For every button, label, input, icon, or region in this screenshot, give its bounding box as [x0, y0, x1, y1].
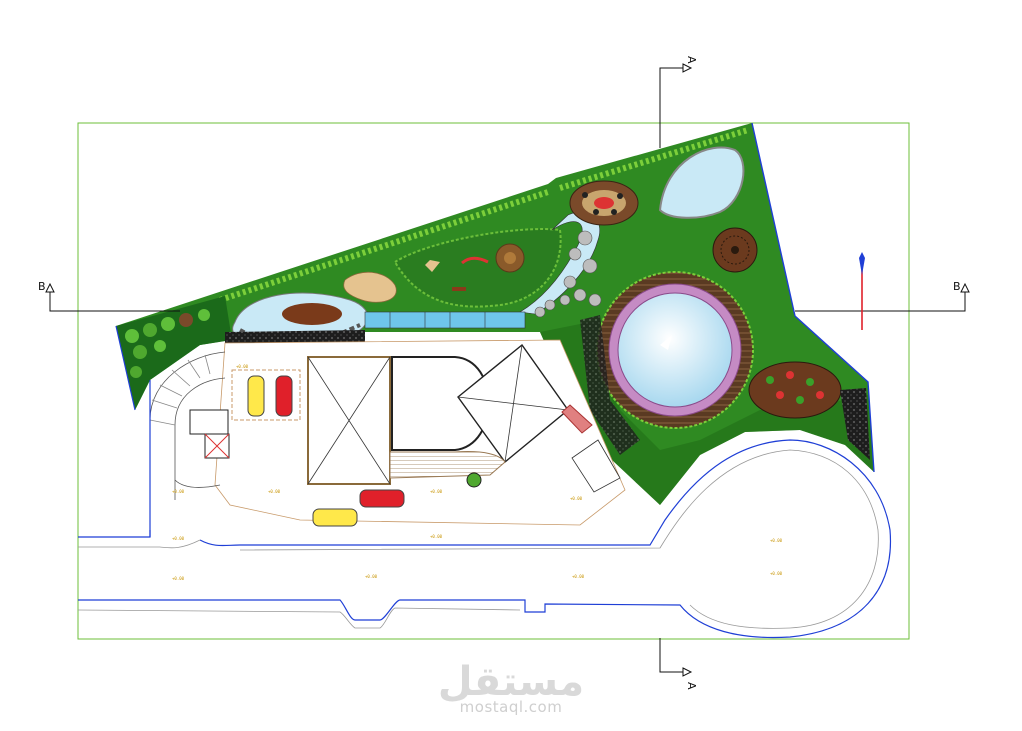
garden-lawn-dark-band — [540, 320, 874, 505]
section-arrow-icon — [682, 63, 693, 73]
gravel-band — [225, 330, 365, 343]
svg-text:+0.00: +0.00 — [172, 576, 185, 581]
sand-area — [343, 271, 397, 303]
firepit-seating — [569, 180, 639, 226]
side-steps — [561, 404, 593, 434]
vegetable-bed — [748, 361, 842, 419]
terrace-steps — [389, 451, 506, 479]
site-boundary — [77, 122, 910, 640]
gravel-strip-right — [840, 388, 870, 460]
site-edge-right — [751, 122, 875, 473]
section-arrow-icon — [45, 282, 55, 293]
svg-text:+0.00: +0.00 — [570, 496, 583, 501]
section-line-a — [659, 63, 693, 677]
section-arrow-icon — [960, 282, 970, 293]
level-marks: +0.00 +0.00 +0.00 +0.00 +0.00 +0.00 +0.0… — [172, 364, 783, 581]
left-tree-cluster — [116, 296, 232, 410]
section-label-a-bottom: A — [685, 682, 698, 690]
round-pergola — [712, 227, 758, 273]
svg-text:+0.00: +0.00 — [770, 538, 783, 543]
parked-cars — [247, 375, 405, 527]
watermark-arabic: مستقل — [438, 659, 584, 705]
water-channel — [364, 311, 526, 329]
watermark-latin: mostaql.com — [460, 698, 563, 716]
svg-text:+0.00: +0.00 — [365, 574, 378, 579]
section-label-b-left: B — [38, 280, 46, 293]
section-arrow-icon — [682, 667, 693, 677]
svg-text:+0.00: +0.00 — [430, 489, 443, 494]
circular-pool — [596, 271, 754, 429]
north-arrow-icon — [859, 252, 865, 330]
house-footprint — [214, 339, 626, 526]
upper-garden-bed — [393, 228, 562, 308]
hedge-row — [219, 127, 749, 303]
road-boundary-left — [115, 325, 151, 537]
garage-bay — [189, 369, 301, 459]
svg-text:+0.00: +0.00 — [172, 536, 185, 541]
section-label-b-right: B — [953, 280, 961, 293]
svg-text:+0.00: +0.00 — [430, 534, 443, 539]
section-line-b — [45, 282, 970, 312]
top-right-pond — [658, 146, 745, 219]
svg-text:+0.00: +0.00 — [268, 489, 281, 494]
svg-text:+0.00: +0.00 — [236, 364, 249, 369]
svg-text:+0.00: +0.00 — [172, 489, 185, 494]
section-label-a-top: A — [685, 56, 698, 64]
svg-text:+0.00: +0.00 — [770, 571, 783, 576]
boulders — [534, 230, 602, 318]
planter — [466, 472, 482, 488]
gravel-path — [580, 315, 640, 455]
svg-text:+0.00: +0.00 — [572, 574, 585, 579]
